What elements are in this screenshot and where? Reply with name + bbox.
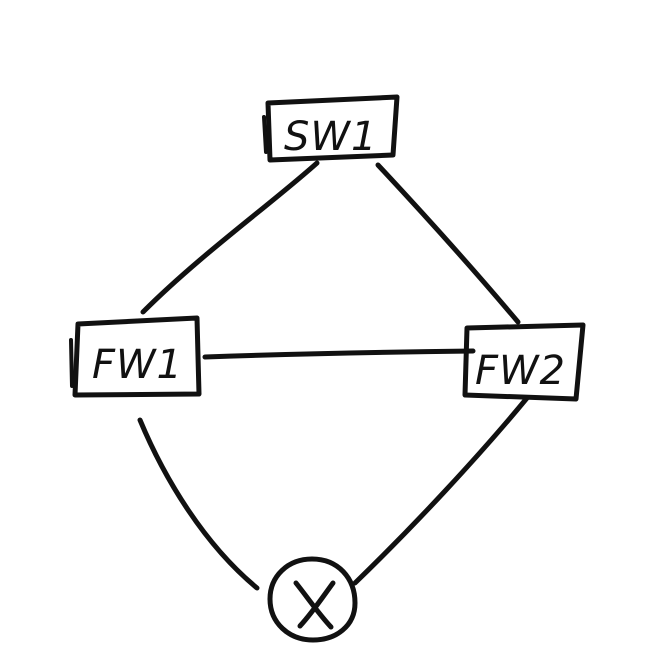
router-x-stroke-2 [297, 580, 336, 629]
node-router [267, 556, 358, 643]
link-fw1-router [137, 417, 260, 591]
links [137, 160, 530, 591]
link-sw1-fw2 [375, 162, 521, 325]
link-sw1-fw1 [140, 160, 320, 315]
node-label-sw1: SW1 [284, 114, 377, 160]
node-sw1: SW1 [262, 94, 400, 163]
node-label-fw2: FW2 [475, 348, 566, 394]
node-fw2: FW2 [462, 322, 586, 402]
fw1-box-tick [69, 338, 74, 388]
node-label-fw1: FW1 [92, 342, 183, 388]
fw2-box [462, 322, 586, 402]
router-x-stroke-1 [293, 580, 334, 630]
router-x-icon [267, 556, 358, 643]
sw1-box [265, 94, 400, 163]
fw1-box [72, 315, 202, 398]
link-fw2-router [352, 395, 530, 586]
link-fw1-fw2 [202, 348, 476, 360]
sw1-box-tick [262, 115, 268, 154]
node-fw1: FW1 [69, 315, 202, 398]
